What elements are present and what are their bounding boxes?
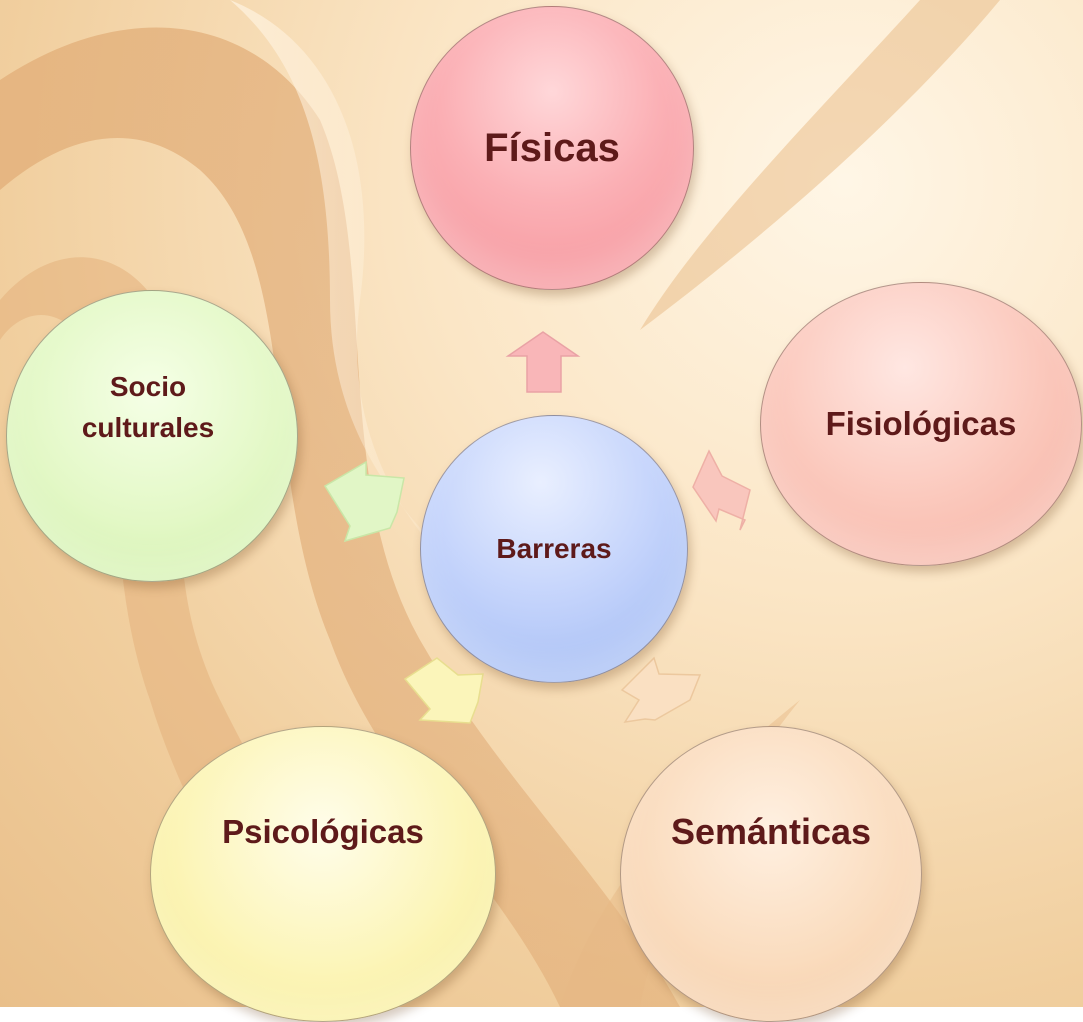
node-barreras-label: Barreras: [496, 533, 611, 565]
node-psicologicas: Psicológicas: [150, 726, 496, 1022]
arrow-left-up: [325, 462, 404, 541]
arrow-right-up: [693, 451, 750, 530]
node-fisiologicas: Fisiológicas: [760, 282, 1082, 566]
arrow-up: [508, 332, 578, 392]
node-socio-culturales: Socio culturales: [6, 290, 298, 582]
node-socio-line2: culturales: [82, 412, 214, 443]
node-socio-culturales-label: Socio culturales: [82, 367, 214, 448]
node-psicologicas-label: Psicológicas: [222, 813, 424, 851]
node-socio-line1: Socio: [110, 371, 186, 402]
node-semanticas: Semánticas: [620, 726, 922, 1022]
node-fisicas-label: Físicas: [484, 126, 620, 171]
node-fisicas: Físicas: [410, 6, 694, 290]
node-fisiologicas-label: Fisiológicas: [826, 405, 1017, 443]
node-semanticas-label: Semánticas: [671, 811, 871, 853]
node-barreras-center: Barreras: [420, 415, 688, 683]
arrow-right-down: [622, 658, 700, 722]
arrow-left-down: [405, 658, 483, 723]
